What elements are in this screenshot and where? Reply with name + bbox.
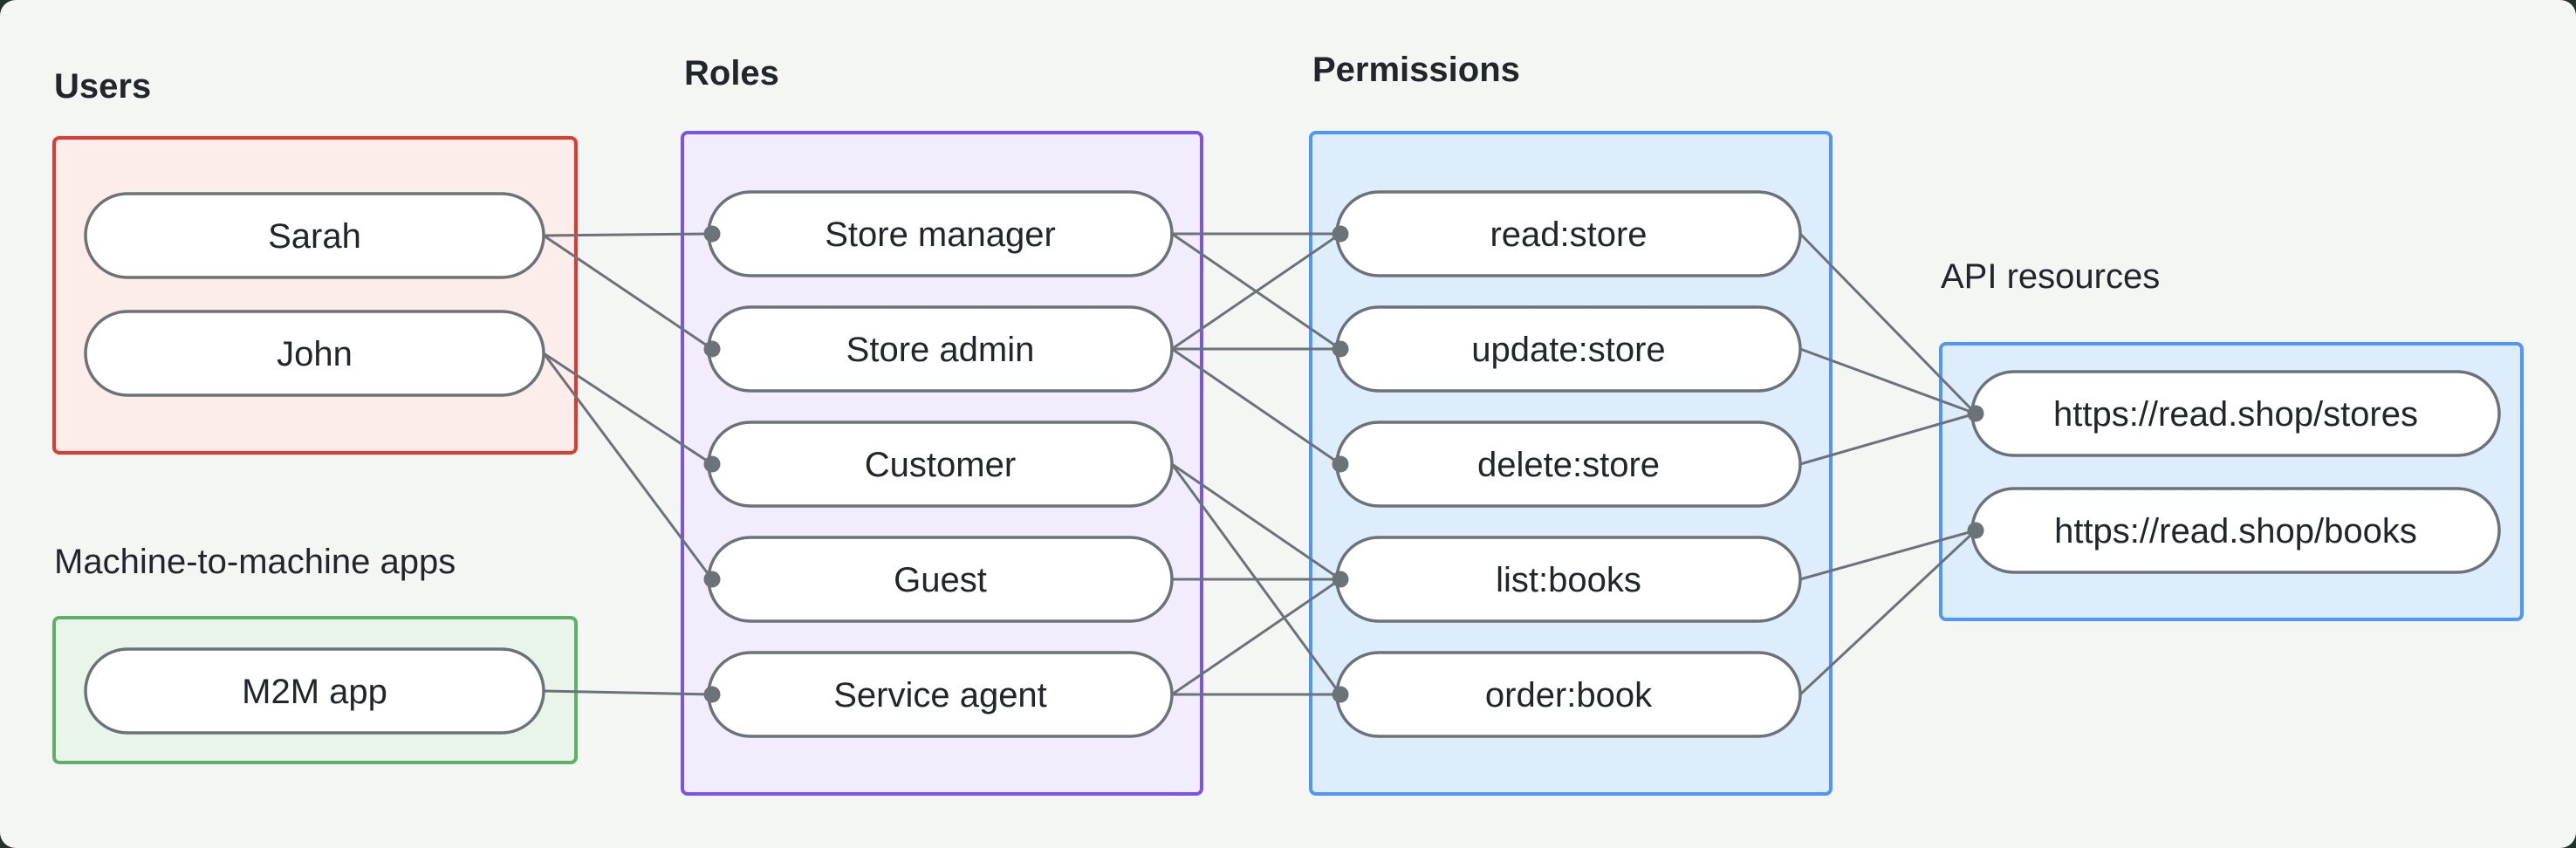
connection-dot-list-books (1332, 571, 1349, 588)
connection-dot-books-api (1967, 522, 1984, 539)
node-label-sarah: Sarah (268, 217, 361, 256)
connection-dot-stores-api (1967, 405, 1984, 422)
connection-dot-read-store (1332, 225, 1349, 243)
edge-m2m-app-service-agent (543, 689, 713, 696)
edge-update-store-stores-api (1799, 347, 1977, 415)
node-label-store-manager: Store manager (825, 215, 1056, 254)
connection-dot-update-store (1332, 340, 1349, 358)
edge-list-books-books-api (1799, 529, 1977, 581)
connection-dot-delete-store (1332, 455, 1349, 473)
edge-john-customer (543, 352, 713, 466)
node-label-john: John (277, 335, 353, 373)
node-sarah (84, 192, 545, 279)
node-label-update-store: update:store (1471, 331, 1665, 369)
connection-dot-store-manager (703, 225, 721, 243)
node-john (84, 310, 545, 397)
node-label-list-books: list:books (1496, 561, 1641, 599)
node-label-books-api: https://read.shop/books (2054, 512, 2417, 551)
node-label-guest: Guest (894, 561, 987, 599)
connection-dot-store-admin (703, 340, 721, 358)
node-m2m-app (84, 647, 545, 735)
group-label-users: Users (54, 67, 151, 106)
group-label-roles: Roles (684, 54, 779, 92)
edge-service-agent-list-books (1171, 578, 1341, 696)
connection-dot-order-book (1332, 686, 1349, 703)
edge-sarah-store-manager (543, 232, 713, 237)
edge-store-admin-read-store (1171, 232, 1341, 351)
group-box-users (52, 136, 578, 455)
group-label-m2m: Machine-to-machine apps (54, 543, 456, 581)
group-label-api: API resources (1941, 257, 2160, 296)
edge-read-store-stores-api (1798, 232, 1977, 415)
connection-dot-service-agent (703, 686, 721, 703)
edge-store-admin-delete-store (1171, 347, 1341, 466)
node-label-store-admin: Store admin (846, 331, 1035, 369)
node-label-order-book: order:book (1485, 676, 1653, 715)
edge-delete-store-stores-api (1799, 412, 1977, 466)
node-label-service-agent: Service agent (833, 676, 1047, 715)
edge-sarah-store-admin (543, 234, 713, 351)
node-label-m2m-app: M2M app (242, 673, 387, 711)
node-label-delete-store: delete:store (1477, 446, 1660, 484)
group-label-permissions: Permissions (1312, 51, 1520, 89)
edge-customer-list-books (1171, 462, 1341, 581)
node-label-stores-api: https://read.shop/stores (2053, 395, 2418, 434)
connection-dot-guest (703, 571, 721, 588)
node-label-read-store: read:store (1490, 215, 1647, 254)
edge-john-guest (542, 352, 714, 580)
node-label-customer: Customer (865, 446, 1016, 484)
edge-order-book-books-api (1798, 529, 1977, 696)
connection-dot-customer (703, 455, 721, 473)
